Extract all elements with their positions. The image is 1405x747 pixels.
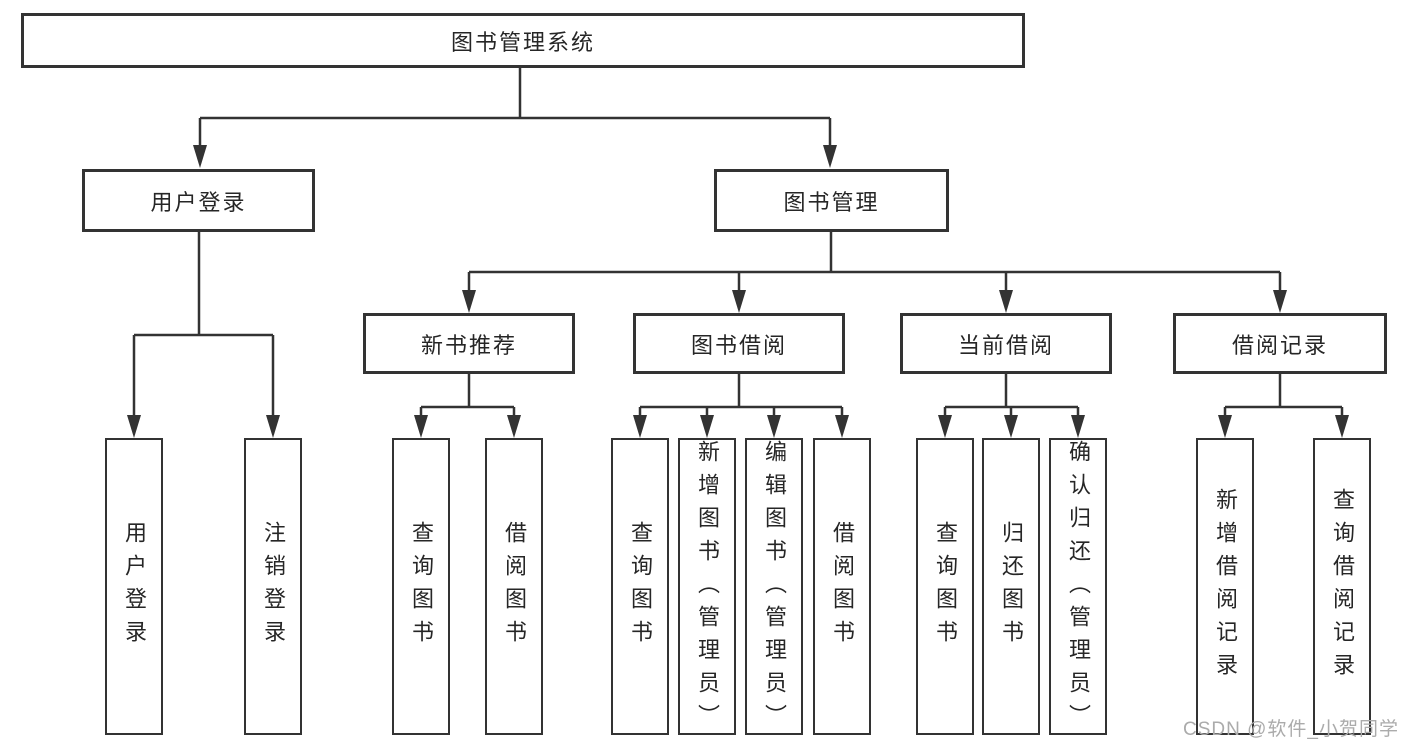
leaf-borrow-books: 借阅图书 xyxy=(813,438,871,735)
node-label: 用户登录 xyxy=(150,189,247,215)
node-new-book-recommend: 新书推荐 xyxy=(363,313,575,374)
node-book-management: 图书管理 xyxy=(714,169,949,232)
leaf-label: 查询借阅记录 xyxy=(1330,487,1355,686)
node-book-borrow: 图书借阅 xyxy=(633,313,845,374)
leaf-label: 编辑图书（管理员） xyxy=(762,440,787,737)
leaf-label: 查询图书 xyxy=(409,520,434,653)
leaf-return-books: 归还图书 xyxy=(982,438,1040,735)
leaf-query-books-recommend: 查询图书 xyxy=(392,438,450,735)
leaf-label: 注销登录 xyxy=(261,520,286,653)
node-label: 图书管理系统 xyxy=(450,29,595,55)
node-user-login: 用户登录 xyxy=(82,169,315,232)
leaf-label: 用户登录 xyxy=(122,520,147,653)
leaf-confirm-return-admin: 确认归还（管理员） xyxy=(1049,438,1107,737)
node-label: 借阅记录 xyxy=(1231,332,1328,358)
leaf-query-books-borrow: 查询图书 xyxy=(611,438,669,735)
leaf-label: 新增借阅记录 xyxy=(1213,487,1238,686)
leaf-borrow-books-recommend: 借阅图书 xyxy=(485,438,543,735)
leaf-user-login: 用户登录 xyxy=(105,438,163,735)
leaf-label: 借阅图书 xyxy=(502,520,527,653)
leaf-label: 新增图书（管理员） xyxy=(695,440,720,737)
node-label: 新书推荐 xyxy=(420,332,517,358)
leaf-query-borrow-record: 查询借阅记录 xyxy=(1313,438,1371,735)
leaf-label: 归还图书 xyxy=(999,520,1024,653)
arrowhead-icons xyxy=(127,145,1349,438)
node-current-borrow: 当前借阅 xyxy=(900,313,1112,374)
leaf-label: 查询图书 xyxy=(628,520,653,653)
leaf-edit-books-admin: 编辑图书（管理员） xyxy=(745,438,803,737)
node-library-management-system: 图书管理系统 xyxy=(21,13,1025,68)
csdn-watermark: CSDN @软件_小贺同学 xyxy=(1183,719,1399,740)
leaf-label: 查询图书 xyxy=(933,520,958,653)
leaf-query-books-current: 查询图书 xyxy=(916,438,974,735)
leaf-label: 确认归还（管理员） xyxy=(1066,440,1091,737)
leaf-add-books-admin: 新增图书（管理员） xyxy=(678,438,736,737)
node-borrow-records: 借阅记录 xyxy=(1173,313,1387,374)
leaf-add-borrow-record: 新增借阅记录 xyxy=(1196,438,1254,735)
node-label: 当前借阅 xyxy=(957,332,1054,358)
leaf-logout: 注销登录 xyxy=(244,438,302,735)
node-label: 图书管理 xyxy=(783,189,880,215)
node-label: 图书借阅 xyxy=(690,332,787,358)
leaf-label: 借阅图书 xyxy=(830,520,855,653)
